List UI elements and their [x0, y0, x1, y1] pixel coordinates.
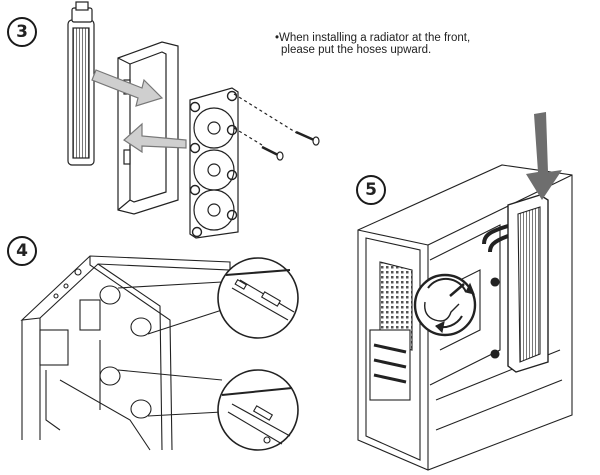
radiator-icon — [67, 1, 95, 166]
down-arrow-icon — [526, 112, 562, 200]
note-line-1: When installing a radiator at the front, — [279, 32, 471, 44]
installation-note: •When installing a radiator at the front… — [275, 32, 470, 56]
note-bullet: • — [275, 32, 280, 44]
arrow-icon — [91, 69, 187, 154]
step4-illustration — [20, 255, 299, 451]
step3-illustration — [67, 1, 320, 239]
screw-icon — [233, 93, 320, 161]
screwdriver-detail — [413, 273, 477, 337]
zoom-detail-bottom — [217, 369, 299, 451]
bracket-frame-icon — [117, 41, 179, 215]
fan-stack-icon — [189, 87, 239, 239]
note-line-2: please put the hoses upward. — [281, 44, 432, 56]
step-5-badge: 5 — [356, 175, 386, 205]
step5-illustration — [357, 112, 573, 471]
zoom-detail-top — [217, 257, 299, 339]
step-3-badge: 3 — [7, 17, 37, 47]
step-4-badge: 4 — [7, 236, 37, 266]
